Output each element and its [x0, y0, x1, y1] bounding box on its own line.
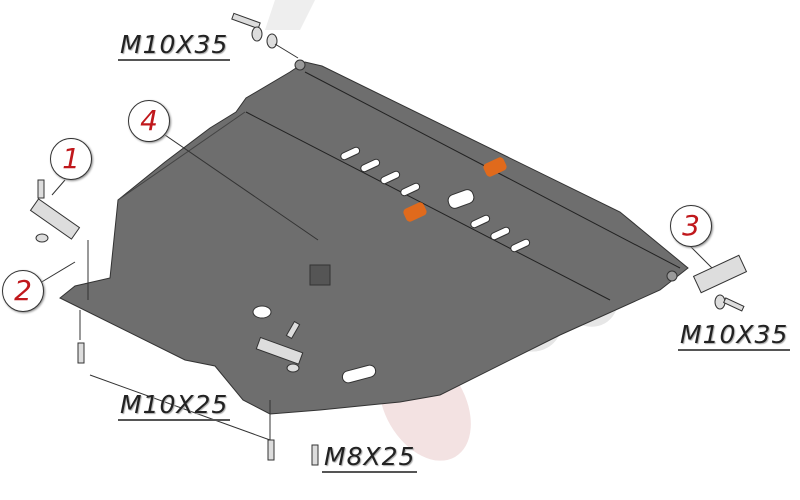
fastener-label-bottom-center: M8X25: [322, 442, 418, 473]
fastener-label-top: M10X35: [118, 30, 231, 61]
callout-2: 2: [2, 270, 44, 312]
callout-4: 4: [128, 100, 170, 142]
tag-icon: [403, 157, 507, 222]
callout-3: 3: [670, 205, 712, 247]
skid-plate: [59, 59, 689, 415]
leader-lines: [39, 134, 713, 441]
fastener-label-right: M10X35: [678, 320, 791, 351]
ventilation-slots: [252, 146, 531, 384]
callout-1: 1: [50, 138, 92, 180]
hardware: [29, 12, 748, 466]
fastener-label-bottom-left: M10X25: [118, 390, 231, 421]
